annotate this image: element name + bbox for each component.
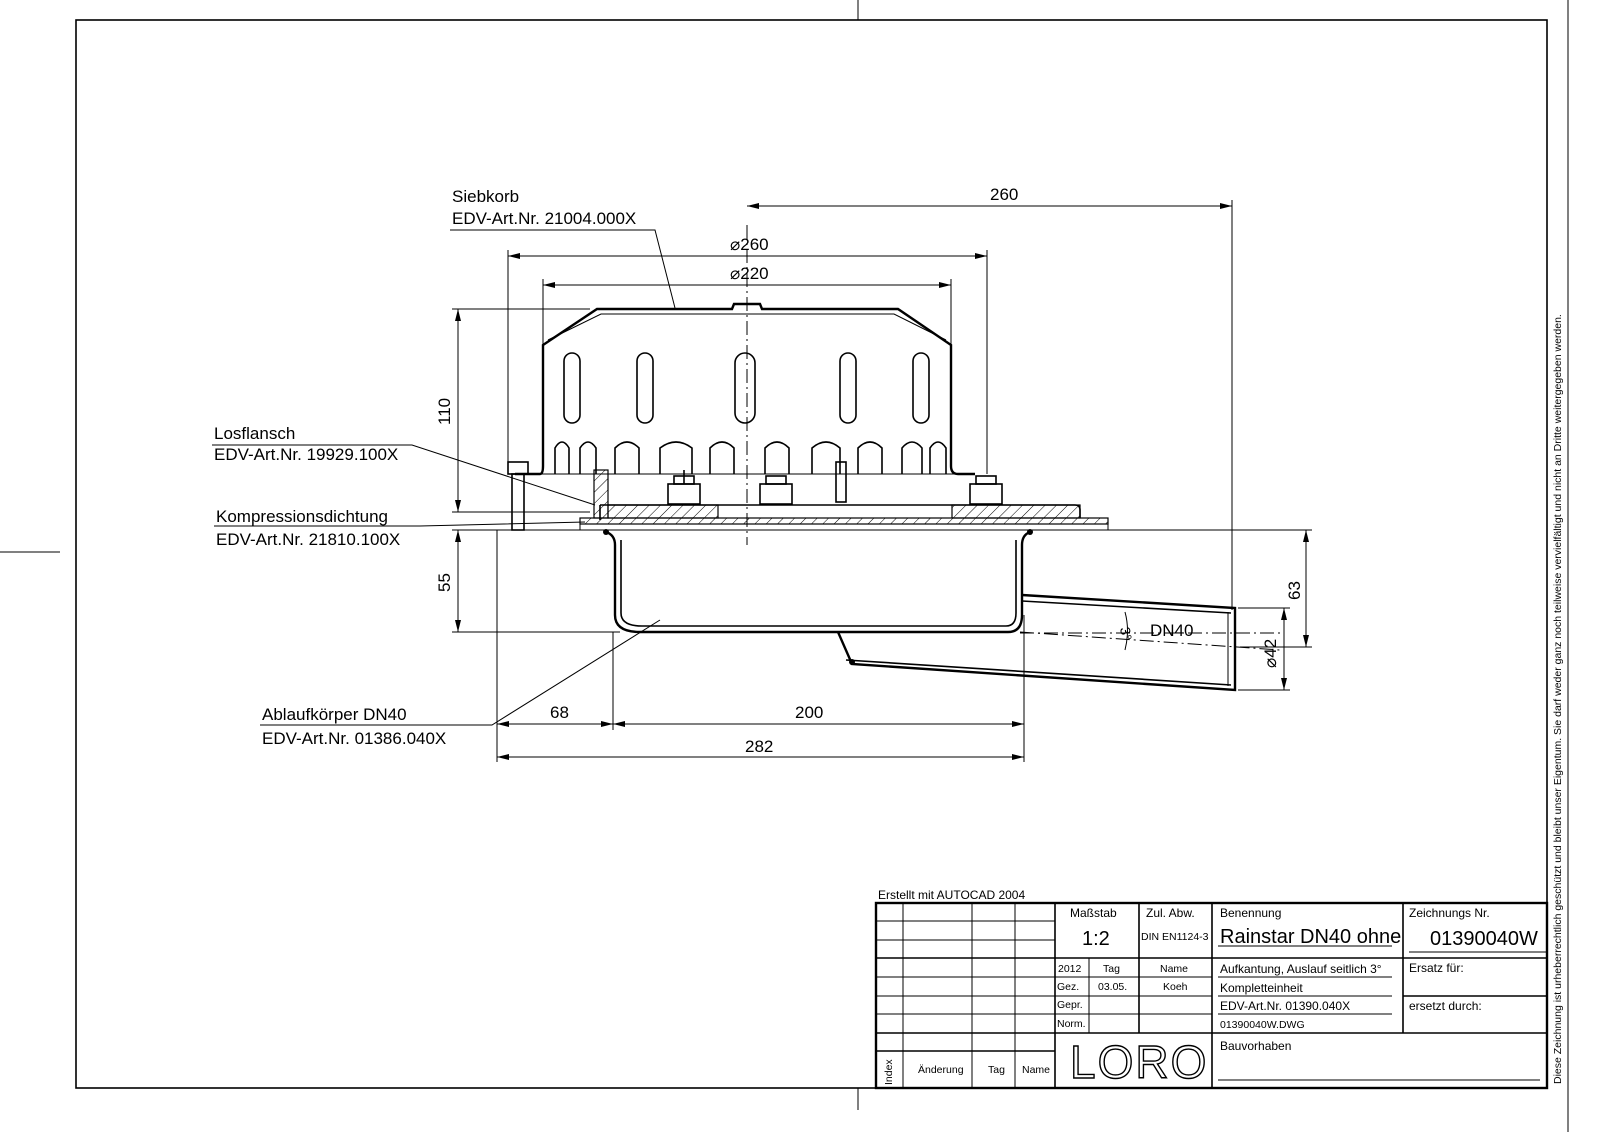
strainer-basket	[515, 302, 975, 476]
label-losflansch: Losflansch	[214, 424, 295, 443]
dim-pipe: DN40	[1150, 621, 1193, 640]
drawing-no-label: Zeichnungs Nr.	[1409, 906, 1490, 920]
revision-day-label: Tag	[988, 1064, 1005, 1076]
dim-55: 55	[435, 573, 454, 592]
label-kompressionsdichtung: Kompressionsdichtung	[216, 507, 388, 526]
designation-label: Benennung	[1220, 906, 1281, 920]
label-siebkorb-art: EDV-Art.Nr. 21004.000X	[452, 209, 636, 228]
dim-200: 200	[795, 703, 823, 722]
created-with: Erstellt mit AUTOCAD 2004	[878, 888, 1025, 902]
label-ablaufkoerper-art: EDV-Art.Nr. 01386.040X	[262, 729, 446, 748]
dimensions: 260 ⌀260 ⌀220 110 55 68 200 282 63 ⌀42	[435, 185, 1312, 762]
basket-slots	[563, 352, 930, 424]
dim-110: 110	[435, 398, 454, 425]
designation-line4: EDV-Art.Nr. 01390.040X	[1220, 999, 1350, 1013]
designation-line3: Kompletteinheit	[1220, 981, 1303, 995]
tolerance-value: DIN EN1124-3	[1141, 931, 1209, 943]
dim-260: 260	[990, 185, 1018, 204]
revision-change-label: Änderung	[918, 1064, 964, 1076]
drawn-date: 03.05.	[1098, 981, 1127, 993]
tolerance-label: Zul. Abw.	[1146, 906, 1195, 920]
scale-value: 1:2	[1082, 928, 1110, 950]
callouts: Siebkorb EDV-Art.Nr. 21004.000X Losflans…	[212, 187, 676, 748]
dim-282: 282	[745, 737, 773, 756]
dim-63: 63	[1285, 581, 1304, 600]
designation-title: Rainstar DN40 ohne	[1220, 926, 1401, 948]
drain-body	[603, 529, 1237, 692]
label-ablaufkoerper: Ablaufkörper DN40	[262, 705, 407, 724]
year: 2012	[1058, 963, 1082, 975]
project-label: Bauvorhaben	[1220, 1039, 1291, 1053]
dim-dia-42: ⌀42	[1261, 639, 1280, 668]
loose-flange	[579, 469, 1109, 531]
day-label: Tag	[1103, 963, 1120, 975]
copyright-notice: Diese Zeichnung ist urheberrechtlich ges…	[1552, 314, 1564, 1084]
label-losflansch-art: EDV-Art.Nr. 19929.100X	[214, 445, 398, 464]
designation-file: 01390040W.DWG	[1220, 1019, 1305, 1031]
revision-index-label: Index	[883, 1059, 895, 1085]
dim-68: 68	[550, 703, 569, 722]
label-kompressionsdichtung-art: EDV-Art.Nr. 21810.100X	[216, 530, 400, 549]
dim-angle: 3°	[1117, 626, 1135, 642]
drawn-name: Koeh	[1163, 981, 1188, 993]
drawing-no: 01390040W	[1430, 928, 1538, 950]
replaces-label: Ersatz für:	[1409, 961, 1464, 975]
label-siebkorb: Siebkorb	[452, 187, 519, 206]
norm-label: Norm.	[1057, 1018, 1086, 1030]
scale-label: Maßstab	[1070, 906, 1117, 920]
designation-line2: Aufkantung, Auslauf seitlich 3°	[1220, 962, 1382, 976]
bolts	[507, 461, 1003, 531]
dim-dia-260: ⌀260	[730, 235, 769, 254]
replaced-by-label: ersetzt durch:	[1409, 999, 1482, 1013]
revision-name-label: Name	[1022, 1064, 1050, 1076]
dim-dia-220: ⌀220	[730, 264, 769, 283]
center-line-outlet	[1019, 631, 1281, 651]
title-block: Erstellt mit AUTOCAD 2004 Maßstab 1:2 Zu…	[874, 888, 1549, 1090]
checked-label: Gepr.	[1057, 999, 1083, 1011]
name-label: Name	[1160, 963, 1188, 975]
loro-logo: LORO	[1070, 1036, 1208, 1088]
drawn-label: Gez.	[1057, 981, 1079, 993]
